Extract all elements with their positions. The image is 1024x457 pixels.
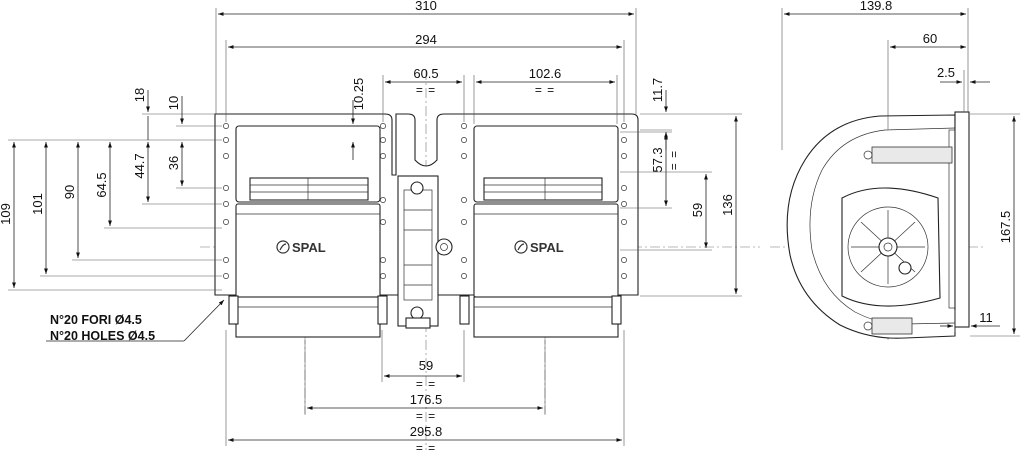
dim-59-bottom: 59 xyxy=(419,358,433,373)
dim-136: 136 xyxy=(720,194,735,216)
front-view: SPAL SPAL 310 294 60.5 = = 102.6 = = 10.… xyxy=(0,0,760,455)
spal-logo-right: SPAL xyxy=(514,240,564,255)
equal-mark-top-outlet: = = xyxy=(535,83,555,97)
motor-foot xyxy=(405,317,431,329)
motor-body xyxy=(397,175,439,327)
motor-top-screw xyxy=(410,181,424,195)
dim-64-5: 64.5 xyxy=(94,172,109,197)
right-lower-tab xyxy=(611,295,622,325)
side-lower-clip xyxy=(871,317,913,335)
dim-90: 90 xyxy=(62,185,77,199)
dim-139-8: 139.8 xyxy=(860,0,893,13)
dim-60: 60 xyxy=(923,31,937,46)
logo-text-right: SPAL xyxy=(530,240,564,255)
motor-connector xyxy=(435,238,453,256)
left-outlet-grille xyxy=(249,177,369,201)
dim-36: 36 xyxy=(166,156,181,170)
equal-mark-bottom-motor: = = xyxy=(416,377,436,391)
dim-10: 10 xyxy=(166,96,181,110)
holes-leader xyxy=(183,299,225,342)
dim-294: 294 xyxy=(415,32,437,47)
motor-hub xyxy=(878,237,898,257)
dim-310: 310 xyxy=(415,0,437,13)
left-scroll-lower xyxy=(235,296,381,338)
side-upper-clip xyxy=(871,146,953,164)
dim-44-7: 44.7 xyxy=(132,153,147,178)
dim-102-6: 102.6 xyxy=(529,66,562,81)
dim-109: 109 xyxy=(0,203,13,225)
side-screw xyxy=(898,261,912,275)
dim-2-5: 2.5 xyxy=(937,65,955,80)
note-holes-italian: N°20 FORI Ø4.5 xyxy=(50,313,142,327)
right-center-tab xyxy=(459,295,470,325)
motor-bottom-screw xyxy=(410,306,424,320)
dim-18: 18 xyxy=(132,88,147,102)
left-center-tab xyxy=(377,295,388,325)
dim-176-5: 176.5 xyxy=(410,392,443,407)
dim-60-5: 60.5 xyxy=(413,66,438,81)
left-lower-tab xyxy=(228,295,239,325)
right-scroll-lower xyxy=(473,296,619,338)
equal-mark-bottom-base: = = xyxy=(416,441,436,455)
note-holes-english: N°20 HOLES Ø4.5 xyxy=(50,329,155,343)
right-outlet-grille xyxy=(483,177,603,201)
dim-11-7: 11.7 xyxy=(650,78,665,102)
dim-101: 101 xyxy=(30,193,45,215)
impeller-ring xyxy=(847,206,929,288)
spal-logo-left: SPAL xyxy=(276,240,326,255)
side-view: 139.8 60 2.5 167.5 11 xyxy=(770,0,1020,340)
dim-59-right: 59 xyxy=(690,203,705,217)
mounting-holes xyxy=(223,123,627,279)
logo-text-left: SPAL xyxy=(292,240,326,255)
dim-167-5: 167.5 xyxy=(998,211,1013,244)
side-flange xyxy=(954,111,970,328)
equal-mark-right: = = xyxy=(667,150,681,170)
dim-11: 11 xyxy=(979,310,993,325)
dim-10-25: 10.25 xyxy=(351,78,366,111)
dim-295-8: 295.8 xyxy=(410,424,443,439)
dim-57-3: 57.3 xyxy=(650,147,665,172)
equal-mark-bottom-outlet: = = xyxy=(416,409,436,423)
equal-mark-top-center: = = xyxy=(416,83,436,97)
